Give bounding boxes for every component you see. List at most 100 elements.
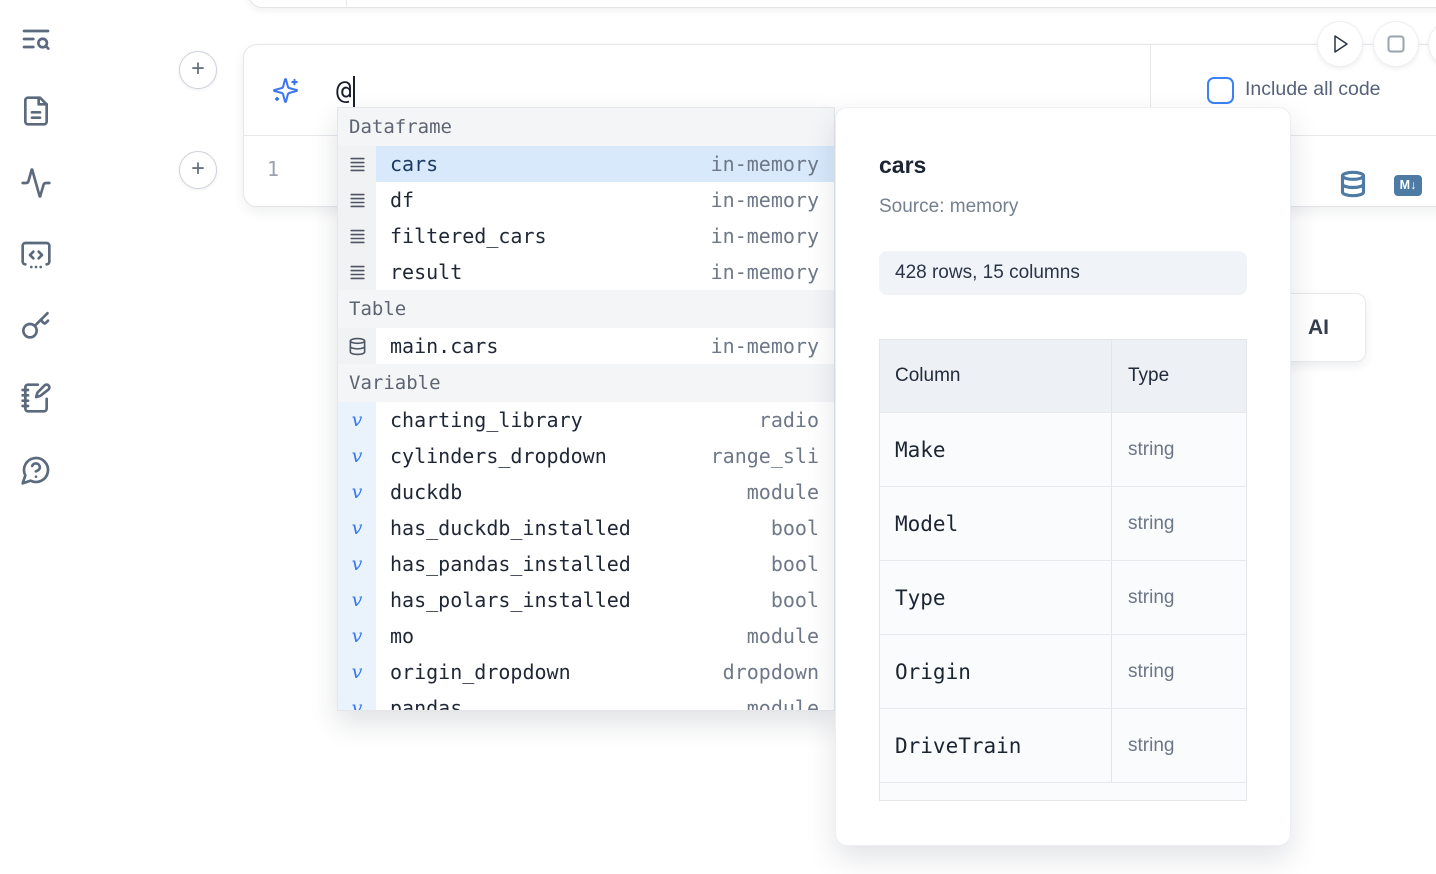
schema-column-type: string: [1128, 660, 1175, 682]
variable-icon: v: [338, 474, 376, 510]
schema-header-type: Type: [1128, 365, 1170, 386]
schema-column-name: Type: [895, 585, 946, 610]
scratchpad-notebook-icon[interactable]: [20, 382, 52, 414]
rows-icon: [338, 254, 376, 290]
completion-type: radio: [758, 408, 819, 432]
file-document-icon[interactable]: [20, 95, 52, 127]
completion-type: in-memory: [710, 152, 819, 176]
markdown-icon[interactable]: M↓: [1394, 175, 1422, 196]
schema-column-type: string: [1128, 734, 1175, 756]
completion-type: module: [746, 480, 819, 504]
completion-name: result: [390, 260, 463, 284]
preview-shape-badge: 428 rows, 15 columns: [879, 251, 1247, 295]
completion-type: in-memory: [710, 188, 819, 212]
variable-icon: v: [338, 510, 376, 546]
completion-name: cylinders_dropdown: [390, 444, 607, 468]
more-actions-button[interactable]: [1429, 22, 1436, 66]
database-icon[interactable]: [1339, 169, 1367, 199]
include-all-code-checkbox[interactable]: [1207, 77, 1234, 104]
completion-type: dropdown: [722, 660, 819, 684]
completion-type: module: [746, 624, 819, 648]
completion-name: charting_library: [390, 408, 583, 432]
completion-name: has_polars_installed: [390, 588, 631, 612]
completion-type: bool: [770, 516, 819, 540]
completion-name: has_pandas_installed: [390, 552, 631, 576]
variable-icon: v: [338, 654, 376, 690]
autocomplete-section-header: Table: [338, 290, 834, 328]
completion-name: origin_dropdown: [390, 660, 571, 684]
variable-icon: v: [338, 618, 376, 654]
schema-row: Type string: [880, 560, 1246, 634]
completion-type: in-memory: [710, 224, 819, 248]
schema-column-type: string: [1128, 586, 1175, 608]
schema-header-column: Column: [880, 340, 1112, 412]
help-chat-icon[interactable]: [20, 454, 52, 486]
schema-row: DriveTrain string: [880, 708, 1246, 782]
completion-name: cars: [390, 152, 439, 176]
variable-icon: v: [338, 546, 376, 582]
database-icon: [338, 328, 376, 364]
rows-icon: [338, 182, 376, 218]
autocomplete-item[interactable]: v origin_dropdown dropdown: [338, 654, 834, 690]
autocomplete-item[interactable]: cars in-memory: [338, 146, 834, 182]
stop-button[interactable]: [1374, 22, 1418, 66]
text-cursor: [352, 75, 355, 107]
schema-column-name: DriveTrain: [895, 733, 1022, 758]
completion-type: module: [746, 696, 819, 711]
dataframe-preview-panel: cars Source: memory 428 rows, 15 columns…: [835, 107, 1291, 846]
autocomplete-item[interactable]: v charting_library radio: [338, 402, 834, 438]
schema-row: Origin string: [880, 634, 1246, 708]
autocomplete-section-header: Dataframe: [338, 108, 834, 146]
variable-icon: v: [338, 690, 376, 710]
autocomplete-section-header: Variable: [338, 364, 834, 402]
preview-source: Source: memory: [879, 196, 1019, 217]
schema-column-name: Origin: [895, 659, 971, 684]
gutter-divider: [346, 0, 347, 6]
completion-type: in-memory: [710, 334, 819, 358]
completion-name: filtered_cars: [390, 224, 547, 248]
run-cell-button[interactable]: [1318, 22, 1362, 66]
schema-column-type: string: [1128, 512, 1175, 534]
rows-icon: [338, 146, 376, 182]
sparkles-ai-icon: [272, 77, 299, 104]
include-all-code-label[interactable]: Include all code: [1245, 78, 1381, 100]
ai-prompt-input[interactable]: @: [336, 71, 355, 111]
ai-prompt-value: @: [336, 76, 352, 106]
activity-icon[interactable]: [20, 167, 52, 199]
add-cell-below-button[interactable]: +: [179, 151, 217, 189]
autocomplete-item[interactable]: v has_pandas_installed bool: [338, 546, 834, 582]
autocomplete-item[interactable]: filtered_cars in-memory: [338, 218, 834, 254]
add-cell-above-button[interactable]: +: [179, 51, 217, 89]
rows-icon: [338, 218, 376, 254]
schema-header-row: Column Type: [880, 340, 1246, 412]
variable-icon: v: [338, 582, 376, 618]
autocomplete-item[interactable]: v has_duckdb_installed bool: [338, 510, 834, 546]
toc-search-icon[interactable]: [20, 23, 52, 55]
previous-cell-remnant: [248, 0, 1436, 8]
schema-column-type: string: [1128, 438, 1175, 460]
autocomplete-item[interactable]: df in-memory: [338, 182, 834, 218]
generate-with-ai-label: AI: [1308, 315, 1329, 339]
variable-icon: v: [338, 402, 376, 438]
completion-name: duckdb: [390, 480, 463, 504]
completion-type: bool: [770, 552, 819, 576]
preview-title: cars: [879, 152, 927, 178]
completion-type: bool: [770, 588, 819, 612]
key-icon[interactable]: [20, 310, 52, 342]
code-snippet-icon[interactable]: [20, 239, 52, 271]
completion-name: has_duckdb_installed: [390, 516, 631, 540]
completion-type: range_sli: [710, 444, 819, 468]
completion-name: df: [390, 188, 415, 212]
line-number: 1: [267, 157, 280, 181]
autocomplete-item[interactable]: v has_polars_installed bool: [338, 582, 834, 618]
